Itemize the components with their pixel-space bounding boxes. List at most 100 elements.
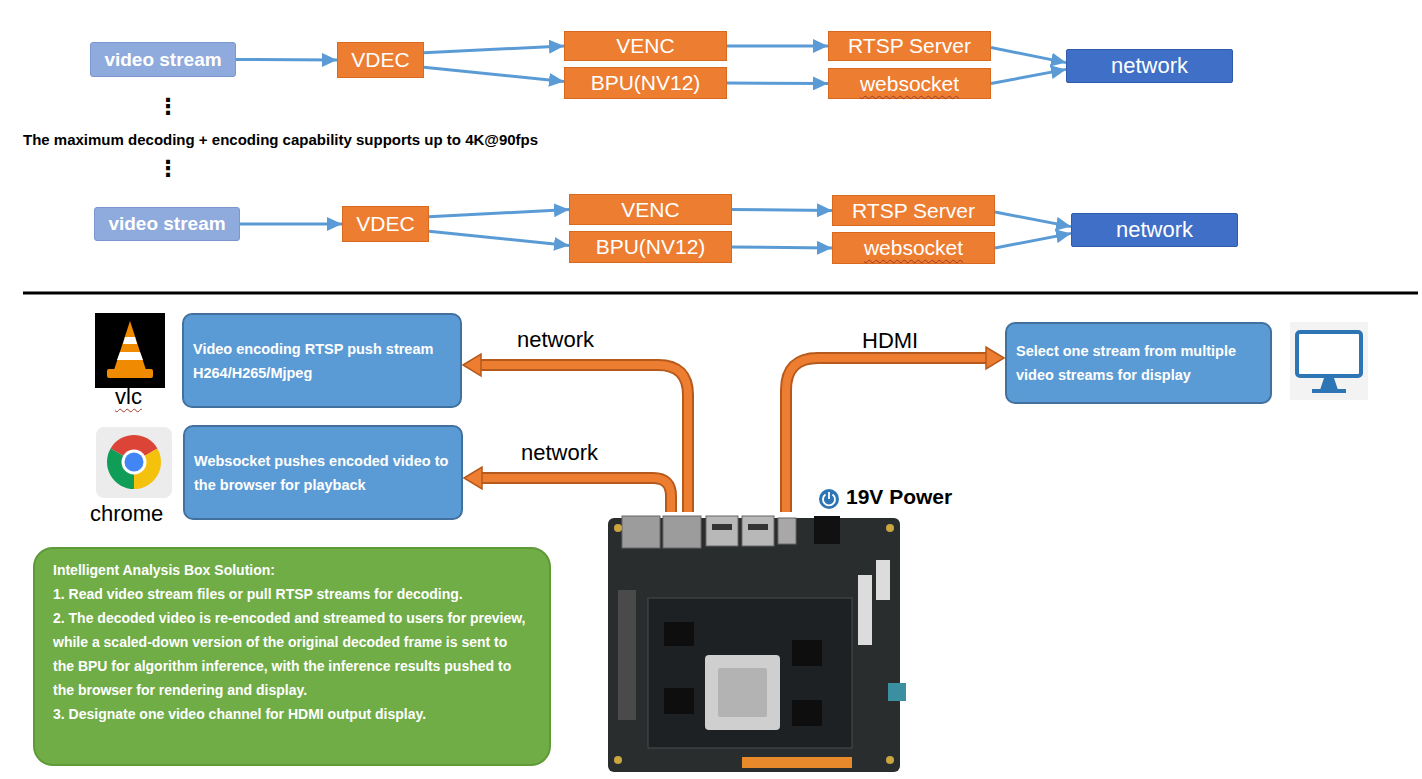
process-box: BPU(NV12)	[564, 67, 727, 99]
process-box: BPU(NV12)	[569, 231, 732, 263]
arrow-outline	[478, 365, 688, 512]
cone-base	[107, 369, 153, 378]
power-icon	[819, 489, 839, 509]
capability-note: The maximum decoding + encoding capabili…	[23, 132, 538, 147]
ellipsis-mark: ⋮	[157, 96, 179, 118]
process-box: VENC	[564, 31, 727, 61]
info-box: Websocket pushes encoded video to the br…	[183, 425, 463, 520]
flow-arrow	[240, 223, 342, 226]
node-text: Select one stream from multiple video st…	[1016, 339, 1262, 387]
arrow-head	[463, 354, 481, 376]
monitor-icon	[1290, 322, 1368, 400]
process-box: RTSP Server	[828, 31, 991, 61]
pcb	[608, 518, 900, 772]
usb-slot	[712, 524, 732, 530]
node-text: RTSP Server	[848, 34, 971, 58]
mount-hole	[614, 756, 622, 764]
info-box: Video encoding RTSP push stream H264/H26…	[182, 313, 462, 408]
flow-arrow	[995, 233, 1071, 248]
flow-arrow	[429, 231, 569, 245]
node-text: VENC	[616, 34, 674, 58]
arrow-head	[464, 467, 482, 489]
chrome-center	[125, 453, 144, 472]
flow-arrow	[727, 82, 828, 86]
node-text: BPU(NV12)	[596, 235, 706, 259]
arrow-body	[786, 358, 988, 512]
flow-arrow	[727, 45, 828, 48]
arrow-head	[986, 347, 1004, 369]
node-text: Video encoding RTSP push stream H264/H26…	[193, 337, 452, 385]
side-connector	[858, 575, 872, 645]
separator-line	[23, 292, 1418, 295]
icon-label: chrome	[90, 503, 163, 525]
monitor-screen	[1297, 332, 1361, 376]
teal-connector	[888, 683, 906, 701]
process-box: VDEC	[337, 42, 424, 78]
icon-background	[96, 427, 172, 498]
node-text: network	[1111, 53, 1188, 79]
memory-chip	[792, 700, 822, 726]
side-connector	[876, 560, 890, 600]
node-text: Intelligent Analysis Box Solution:	[53, 558, 275, 582]
cone-stripe	[117, 352, 143, 360]
usb-port	[742, 516, 774, 546]
output-box: network	[1071, 213, 1238, 247]
node-text: network	[1116, 217, 1193, 243]
board-illustration	[608, 516, 906, 772]
hdmi-port	[778, 518, 796, 544]
flow-arrow	[732, 210, 832, 211]
arrow-label: network	[517, 329, 594, 351]
node-text: VDEC	[351, 48, 409, 72]
process-box: websocket	[832, 232, 995, 264]
vlc-icon	[95, 313, 165, 388]
power-circle	[819, 489, 839, 509]
flow-arrow	[424, 46, 564, 53]
chrome-ring	[122, 450, 147, 475]
rj45-port	[622, 516, 660, 548]
process-box: VENC	[569, 194, 732, 225]
arrow-body	[480, 478, 671, 512]
arrow-outline	[786, 358, 988, 512]
memory-chip	[664, 688, 694, 714]
node-text: video stream	[108, 213, 225, 235]
node-body-text: 3. Designate one video channel for HDMI …	[53, 702, 426, 726]
node-body-text: 1. Read video stream files or pull RTSP …	[53, 582, 463, 606]
flow-arrow	[236, 58, 337, 62]
icon-background	[95, 313, 165, 388]
dc-jack	[814, 516, 840, 544]
info-box: Select one stream from multiple video st…	[1005, 322, 1272, 404]
core-module	[648, 598, 852, 748]
mount-hole	[886, 756, 894, 764]
process-box: VDEC	[342, 206, 429, 242]
mount-hole	[614, 524, 622, 532]
node-text: VDEC	[356, 212, 414, 236]
side-slot	[618, 590, 636, 720]
monitor-base	[1312, 389, 1346, 393]
ellipsis-mark: ⋮	[157, 158, 179, 180]
soc-chip	[705, 655, 780, 730]
process-box: websocket	[828, 68, 991, 99]
arrow-body	[478, 365, 688, 512]
power-label: 19V Power	[846, 486, 952, 507]
process-box: RTSP Server	[832, 195, 995, 226]
node-text: Websocket pushes encoded video to the br…	[194, 449, 453, 497]
solution-box: Intelligent Analysis Box Solution:1. Rea…	[33, 547, 551, 766]
flow-arrow	[732, 247, 832, 248]
orange-arrows	[463, 347, 1004, 512]
usb-port	[706, 516, 738, 546]
flow-arrow	[995, 212, 1071, 227]
node-text: RTSP Server	[852, 199, 975, 223]
rj45-port	[663, 516, 701, 548]
memory-chip	[664, 622, 694, 646]
arrow-label: HDMI	[862, 330, 918, 352]
cone-stripe	[123, 337, 137, 344]
arrow-outline	[480, 478, 671, 512]
node-text: BPU(NV12)	[591, 71, 701, 95]
flow-arrow	[424, 67, 564, 81]
chrome-icon	[96, 427, 172, 498]
gpio-header	[742, 757, 852, 768]
arrow-label: network	[521, 442, 598, 464]
node-text: websocket	[864, 236, 963, 260]
mount-hole	[886, 524, 894, 532]
